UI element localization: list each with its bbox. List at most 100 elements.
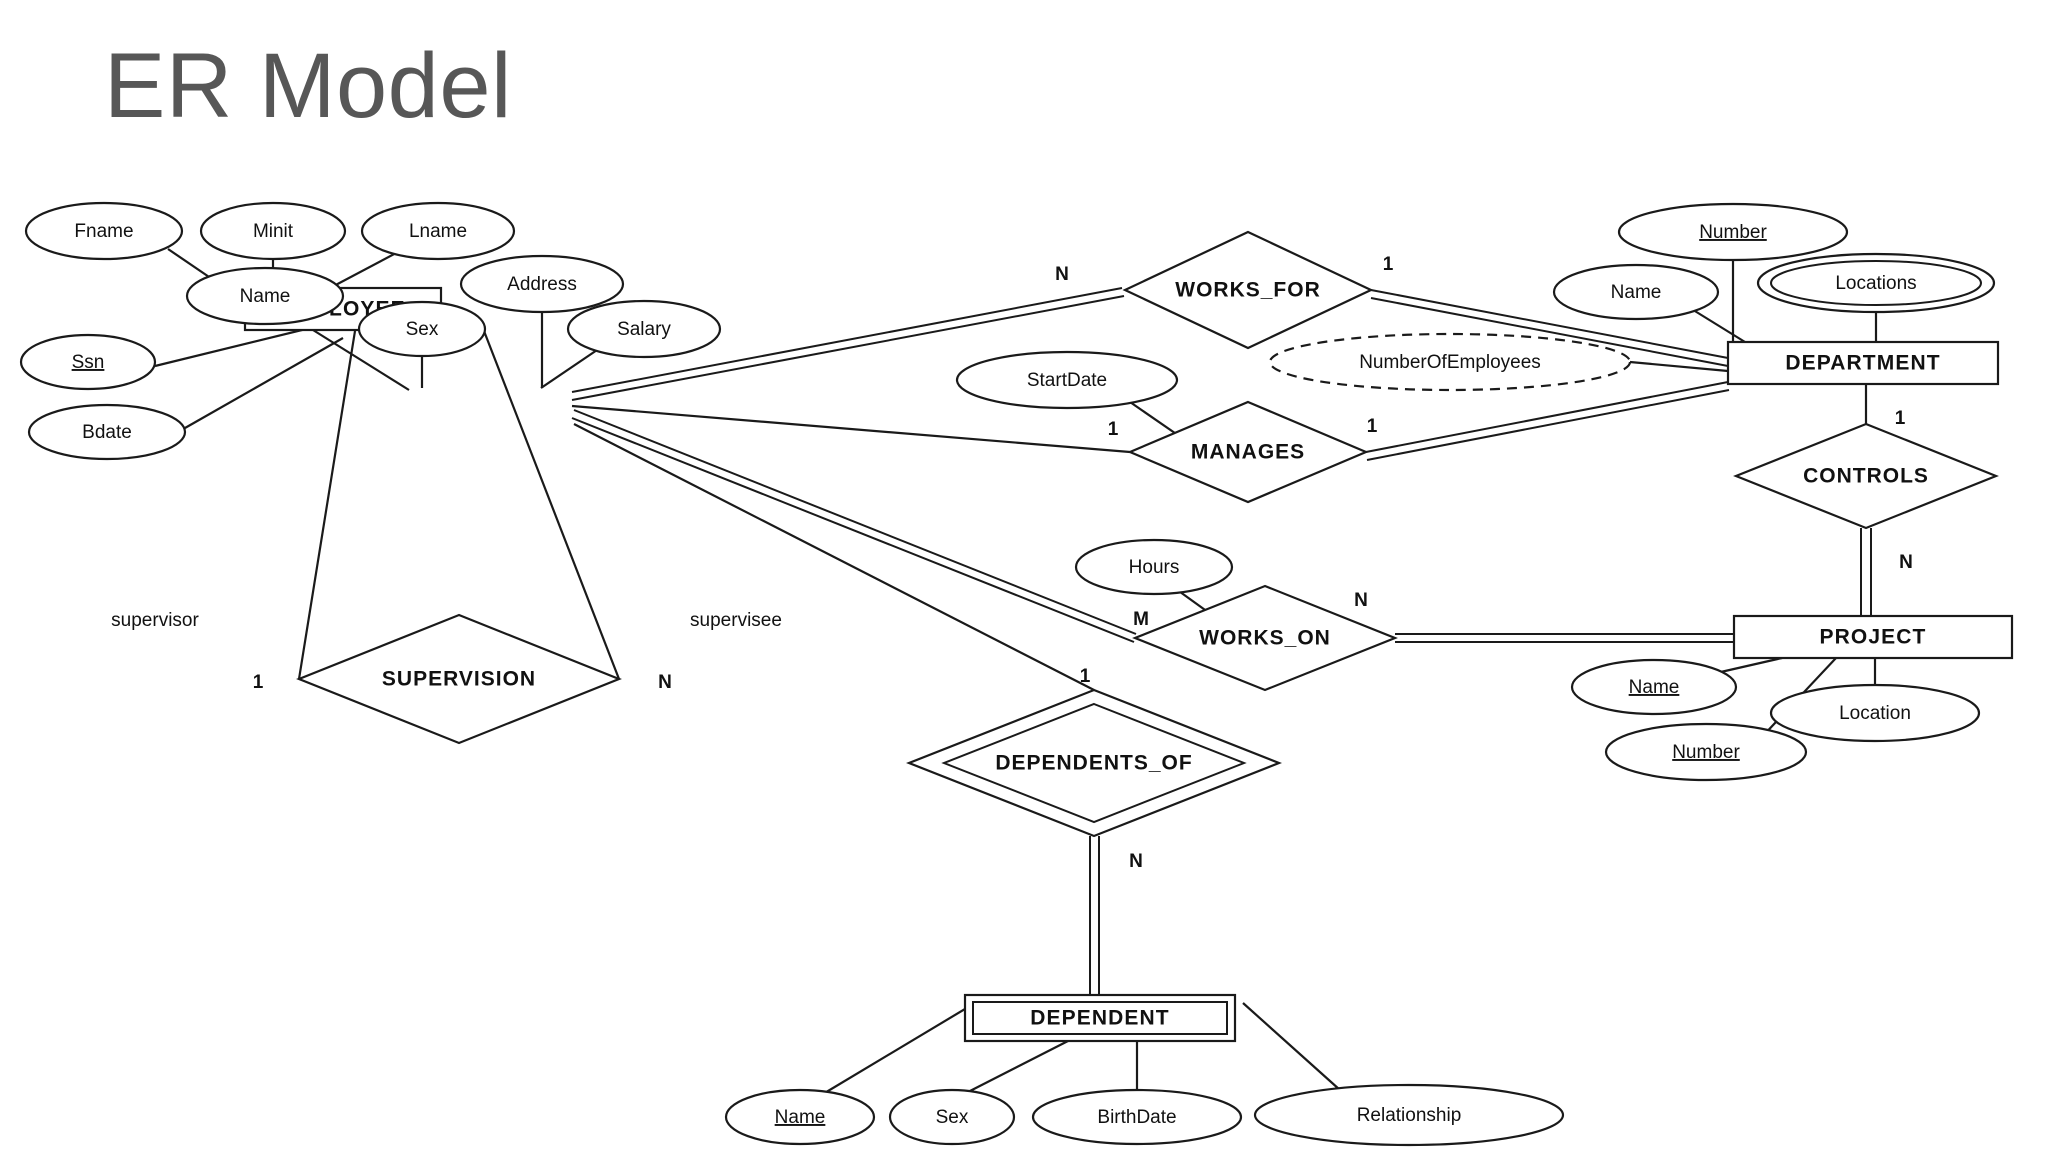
page-title: ER Model	[104, 35, 512, 137]
entity-department[interactable]: DEPARTMENT	[1726, 340, 2000, 386]
relationship-works_for[interactable]: WORKS_FOR	[1122, 230, 1374, 350]
cardinality-dependents_of-dependent: N	[1129, 851, 1143, 872]
attribute-project-location[interactable]: Location	[1769, 683, 1981, 743]
attribute-bdate-label: Bdate	[82, 422, 132, 443]
relationship-dependents_of[interactable]: DEPENDENTS_OF	[906, 688, 1282, 838]
cardinality-controls-project: N	[1899, 552, 1913, 573]
attribute-lname-label: Lname	[409, 221, 467, 242]
attribute-ssn-label: Ssn	[72, 352, 105, 373]
attribute-department-number[interactable]: Number	[1617, 202, 1849, 262]
edge-employee-works_on-a	[573, 409, 1137, 635]
attribute-address[interactable]: Address	[459, 254, 625, 314]
attribute-salary-label: Salary	[617, 319, 671, 340]
cardinality-works_for-employee: N	[1055, 264, 1069, 285]
attribute-ssn[interactable]: Ssn	[19, 333, 157, 391]
edge-works_for-department-a	[1370, 289, 1729, 359]
cardinality-manages-department: 1	[1367, 416, 1378, 437]
attribute-project-location-label: Location	[1839, 703, 1911, 724]
attribute-dependent-name-label: Name	[775, 1107, 826, 1128]
attribute-department-name-label: Name	[1611, 282, 1662, 303]
role-label-supervisee: supervisee	[690, 610, 782, 631]
relationship-controls[interactable]: CONTROLS	[1733, 422, 1999, 530]
attribute-locations[interactable]: Locations	[1756, 252, 1996, 314]
edge-depname-dependent	[822, 1002, 976, 1095]
edge-deprel-dependent	[1242, 1002, 1341, 1091]
attribute-salary[interactable]: Salary	[566, 299, 722, 359]
attribute-dependent-name[interactable]: Name	[724, 1088, 876, 1146]
relationship-works_on-label: WORKS_ON	[1199, 627, 1331, 650]
edge-numberofemployees-department	[1629, 360, 1729, 373]
attribute-employee-name[interactable]: Name	[185, 266, 345, 326]
attribute-layer: Fname Minit Lname Name Ssn Bdate	[19, 201, 1996, 1147]
attribute-project-number-label: Number	[1672, 742, 1740, 763]
edge-lname-name	[329, 251, 399, 289]
edge-employee-supervision-left	[297, 330, 357, 680]
attribute-dependent-sex-label: Sex	[936, 1107, 969, 1128]
edge-employee-manages	[571, 404, 1131, 454]
relationship-controls-label: CONTROLS	[1803, 465, 1929, 488]
edge-employee-works_for-a	[571, 287, 1123, 393]
edge-works_for-department-b	[1370, 297, 1729, 367]
attribute-numberofemployees[interactable]: NumberOfEmployees	[1268, 332, 1632, 392]
relationship-works_for-label: WORKS_FOR	[1175, 279, 1321, 302]
attribute-dependent-relationship[interactable]: Relationship	[1253, 1083, 1565, 1147]
edge-employee-works_for-b	[571, 295, 1125, 401]
cardinality-supervision-supervisee: N	[658, 672, 672, 693]
attribute-department-number-label: Number	[1699, 222, 1767, 243]
cardinality-works_on-employee: M	[1133, 609, 1149, 630]
attribute-minit-label: Minit	[253, 221, 294, 242]
attribute-project-name[interactable]: Name	[1570, 658, 1738, 716]
entity-project[interactable]: PROJECT	[1732, 614, 2014, 660]
edge-manages-department-b	[1366, 389, 1730, 461]
edge-manages-department-a	[1365, 381, 1729, 453]
edge-fname-name	[167, 248, 216, 282]
entity-dependent[interactable]: DEPENDENT	[963, 993, 1237, 1043]
entity-project-label: PROJECT	[1820, 626, 1927, 649]
relationship-dependents_of-label: DEPENDENTS_OF	[995, 752, 1192, 775]
relationship-manages-label: MANAGES	[1191, 441, 1305, 464]
cardinality-works_on-project: N	[1354, 590, 1368, 611]
attribute-hours-label: Hours	[1129, 557, 1180, 578]
cardinality-works_for-department: 1	[1383, 254, 1394, 275]
attribute-lname[interactable]: Lname	[360, 201, 516, 261]
cardinality-controls-department: 1	[1895, 408, 1906, 429]
attribute-sex-label: Sex	[406, 319, 439, 340]
relationship-works_on[interactable]: WORKS_ON	[1132, 584, 1398, 692]
attribute-startdate[interactable]: StartDate	[955, 350, 1179, 410]
edge-depsex-dependent	[967, 1040, 1069, 1093]
attribute-dependent-sex[interactable]: Sex	[888, 1088, 1016, 1146]
edge-employee-dependents_of	[573, 423, 1095, 691]
relationship-layer: WORKS_FOR MANAGES CONTROLS WORKS_ON SUPE…	[296, 230, 1999, 838]
relationship-manages[interactable]: MANAGES	[1127, 400, 1369, 504]
attribute-fname[interactable]: Fname	[24, 201, 184, 261]
attribute-project-number[interactable]: Number	[1604, 722, 1808, 782]
edge-employee-works_on-b	[571, 417, 1135, 643]
edge-salary-employee	[540, 347, 601, 389]
edge-name-employee	[296, 319, 410, 391]
role-layer: supervisor supervisee	[111, 610, 782, 631]
attribute-minit[interactable]: Minit	[199, 201, 347, 261]
relationship-supervision[interactable]: SUPERVISION	[296, 613, 622, 745]
attribute-startdate-label: StartDate	[1027, 370, 1107, 391]
role-label-supervisor: supervisor	[111, 610, 199, 631]
attribute-project-name-label: Name	[1629, 677, 1680, 698]
edge-deptname-department	[1689, 307, 1746, 343]
attribute-sex[interactable]: Sex	[357, 300, 487, 358]
cardinality-dependents_of-employee: 1	[1080, 666, 1091, 687]
attribute-fname-label: Fname	[74, 221, 133, 242]
edge-layer	[154, 248, 1878, 1095]
relationship-supervision-label: SUPERVISION	[382, 668, 536, 691]
attribute-employee-name-label: Name	[240, 286, 291, 307]
attribute-bdate[interactable]: Bdate	[27, 403, 187, 461]
edge-projname-project	[1711, 656, 1783, 676]
attribute-hours[interactable]: Hours	[1074, 538, 1234, 596]
attribute-address-label: Address	[507, 274, 577, 295]
attribute-numberofemployees-label: NumberOfEmployees	[1359, 352, 1541, 373]
attribute-dependent-birthdate[interactable]: BirthDate	[1031, 1088, 1243, 1146]
cardinality-supervision-supervisor: 1	[253, 672, 264, 693]
edge-bdate-employee	[184, 337, 344, 429]
attribute-locations-label: Locations	[1835, 273, 1916, 294]
attribute-department-name[interactable]: Name	[1552, 263, 1720, 321]
entity-department-label: DEPARTMENT	[1785, 352, 1940, 375]
